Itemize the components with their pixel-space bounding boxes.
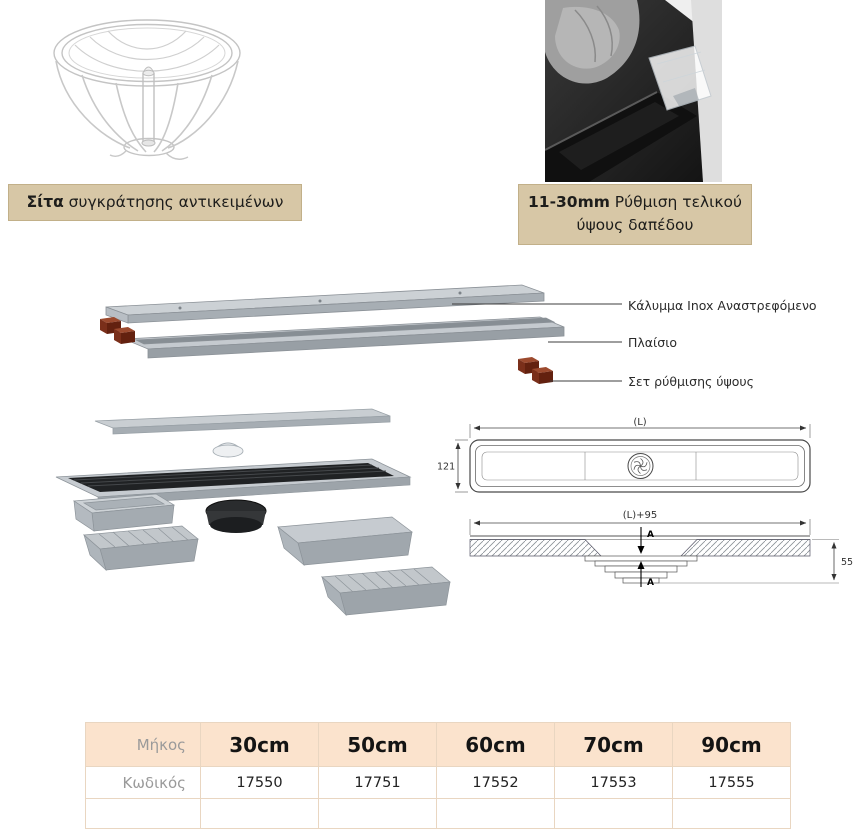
table-row-length: Μήκος 30cm 50cm 60cm 70cm 90cm: [85, 722, 791, 767]
section-mark-bottom: A: [637, 561, 654, 588]
exploded-cover: [94, 408, 391, 435]
size-code-table: Μήκος 30cm 50cm 60cm 70cm 90cm Κωδικός 1…: [85, 722, 791, 829]
dimension-drawings: (L) 121 (L)+95: [437, 417, 853, 588]
dim-height-label: 121: [437, 462, 455, 473]
exploded-channel: [55, 458, 412, 533]
top-view: (L) 121: [437, 417, 811, 493]
caption-sieve: Σίτα συγκράτησης αντικειμένων: [8, 184, 302, 222]
caption-adjustment-line1: 11-30mm Ρύθμιση τελικού: [523, 191, 747, 214]
exploded-wedge-left: [83, 525, 199, 572]
height-adjustment-photo: [545, 0, 722, 182]
table-row-partial: [85, 798, 791, 829]
exploded-wedge-bottom: [321, 566, 451, 617]
length-60: 60cm: [436, 722, 555, 767]
leader-lines: [452, 303, 622, 382]
caption-adjustment-bold: 11-30mm: [528, 193, 610, 211]
caption-sieve-bold: Σίτα: [26, 193, 64, 211]
swirl-grate-icon: [633, 458, 648, 474]
length-70: 70cm: [554, 722, 673, 767]
section-view: (L)+95 A A: [469, 510, 853, 588]
sieve-illustration: [53, 19, 241, 160]
exploded-tray: [72, 493, 176, 532]
height-adjustment-clips-left: [100, 317, 135, 344]
dim-total-length-label: (L)+95: [623, 510, 657, 521]
sieve-wireframe: [53, 19, 241, 160]
caption-adjustment-text: Ρύθμιση τελικού: [609, 193, 742, 211]
channel-assembly-drawing: [100, 284, 622, 384]
exploded-wedge-center: [277, 516, 413, 566]
section-label-bottom: A: [647, 578, 654, 588]
page: Σίτα συγκράτησης αντικειμένων: [8, 0, 853, 829]
drain-body-photo: [545, 91, 697, 182]
code-30: 17550: [200, 766, 319, 799]
height-adjustment-clips-right: [518, 357, 553, 384]
clear-adjustment-piece: [648, 45, 712, 111]
dim-length-label: (L): [633, 417, 646, 428]
code-90: 17555: [672, 766, 791, 799]
caption-adjustment: 11-30mm Ρύθμιση τελικού ύψους δαπέδου: [518, 184, 752, 245]
length-30: 30cm: [200, 722, 319, 767]
code-50: 17751: [318, 766, 437, 799]
table-row-code: Κωδικός 17550 17751 17552 17553 17555: [85, 766, 791, 799]
sieve-center-post: [141, 66, 156, 147]
section-label-top: A: [647, 530, 654, 540]
label-inox-cover: Κάλυμμα Inox Αναστρεφόμενο: [628, 298, 817, 313]
hand: [545, 0, 640, 84]
frame-part: [123, 316, 565, 359]
row-length-label: Μήκος: [85, 722, 201, 767]
code-70: 17553: [554, 766, 673, 799]
caption-adjustment-line2: ύψους δαπέδου: [576, 216, 694, 235]
exploded-view-drawing: [55, 408, 451, 617]
exploded-dome: [212, 442, 244, 458]
length-50: 50cm: [318, 722, 437, 767]
caption-sieve-text: συγκράτησης αντικειμένων: [63, 193, 284, 211]
inox-cover-part: [105, 284, 545, 324]
label-frame: Πλαίσιο: [628, 335, 678, 350]
code-60: 17552: [436, 766, 555, 799]
dim-depth-label: 55: [841, 557, 853, 568]
length-90: 90cm: [672, 722, 791, 767]
section-mark-top: A: [637, 527, 654, 554]
label-height-set: Σετ ρύθμισης ύψους: [628, 374, 755, 389]
row-code-label: Κωδικός: [85, 766, 201, 799]
